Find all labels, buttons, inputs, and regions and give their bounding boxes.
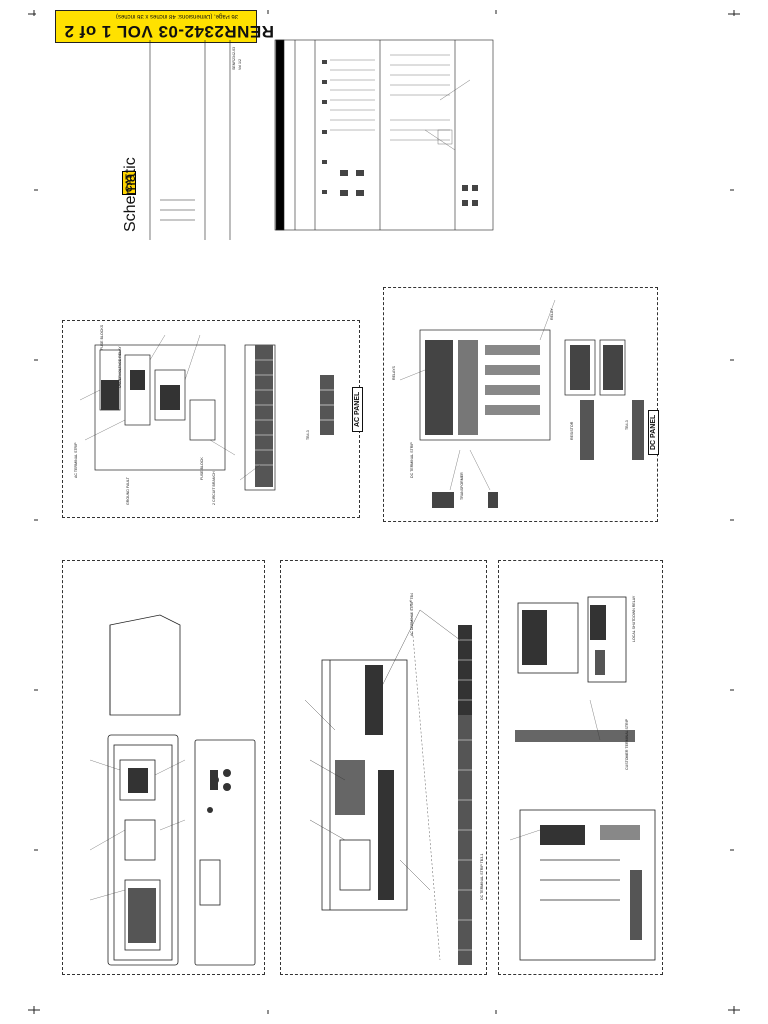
document-id-banner: RENR2342-03 VOL 1 of 2 36 Page, (Dimensi… bbox=[55, 10, 274, 43]
control-panel-frame bbox=[498, 560, 663, 975]
bottom-callout-shutdown: LOCAL SHUTDOWN RELAY bbox=[632, 595, 636, 642]
bottom-callout-customer-strip: CUSTOMER TERMINAL STRIP bbox=[625, 718, 629, 770]
enclosure-panel-frame bbox=[62, 560, 265, 975]
dc-panel-frame bbox=[383, 287, 658, 522]
terminal-panel-frame bbox=[280, 560, 487, 975]
